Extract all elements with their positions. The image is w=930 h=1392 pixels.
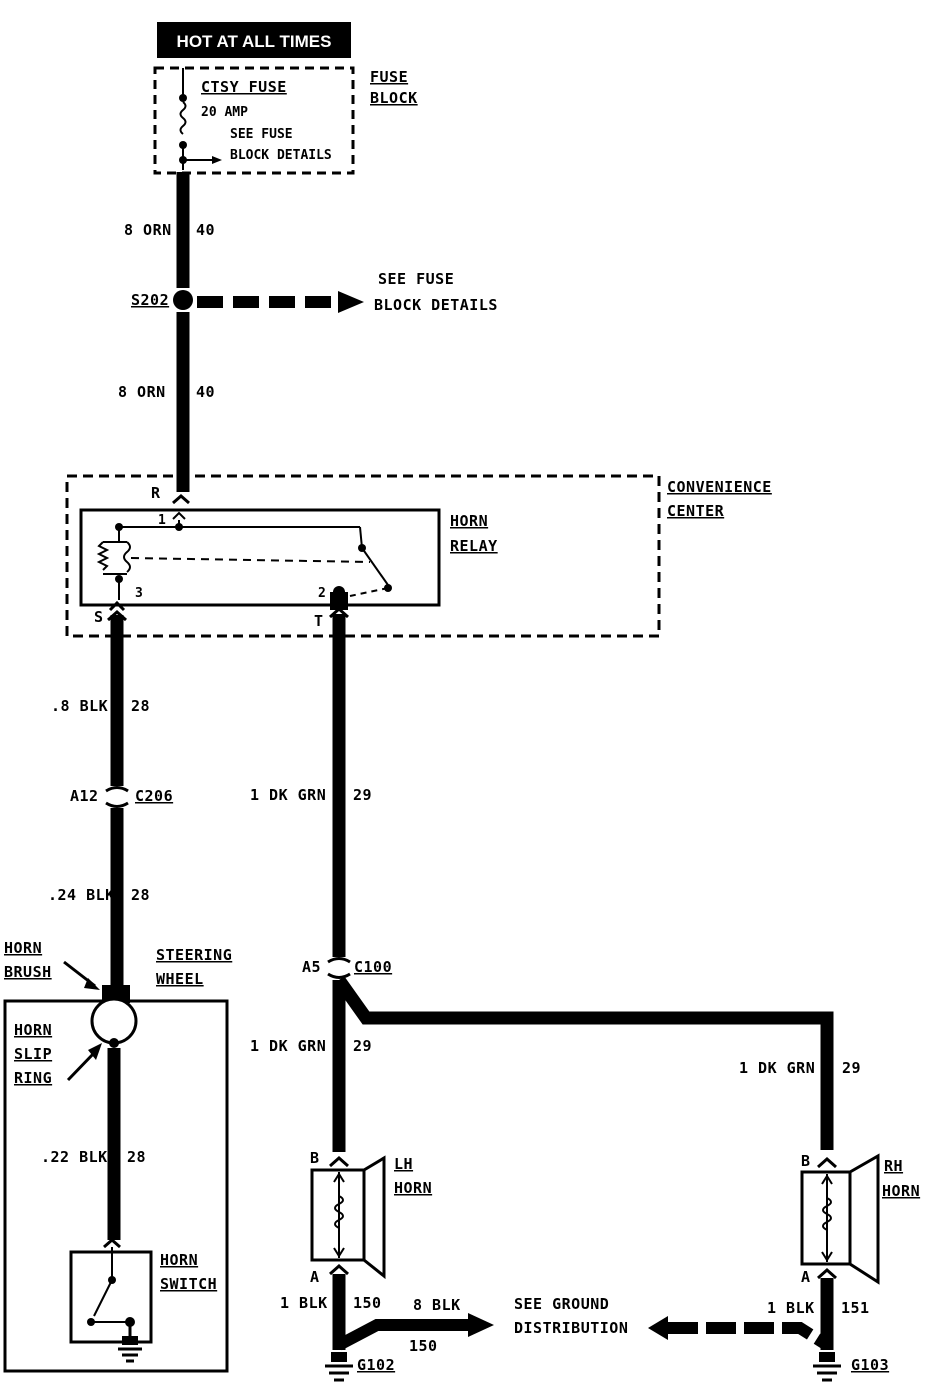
wire-circuit-29: 1 DK GRN 29 A5 C100 1 DK GRN 29 1 DK GRN… (250, 606, 861, 1152)
pin-s: S (94, 608, 104, 626)
wire-w3-gauge: .8 BLK (51, 697, 108, 715)
horn-relay-label-1: HORN (450, 512, 488, 530)
wire-w6-circuit: 29 (353, 786, 372, 804)
c206-pin: A12 (70, 787, 99, 805)
ground-icon (118, 1347, 142, 1363)
lh-pin-b: B (310, 1149, 320, 1167)
banner-title: HOT AT ALL TIMES (177, 32, 332, 51)
arrow-right-icon (648, 1316, 668, 1340)
hot-at-all-times-banner: HOT AT ALL TIMES (157, 22, 351, 58)
relay-term-3: 3 (135, 586, 143, 601)
wire-w4-gauge: .24 BLK (48, 886, 115, 904)
ground-g102: G102 (325, 1352, 395, 1382)
rh-pin-a: A (801, 1268, 811, 1286)
steering-wheel: STEERING WHEEL HORN BRUSH HORN SLIP RING… (3, 939, 232, 1373)
wire-w9-gauge: 1 BLK (280, 1294, 328, 1312)
wire-w11-circuit: 151 (841, 1299, 870, 1317)
horn-coil-icon (334, 1195, 344, 1229)
arrow-left-icon (468, 1313, 494, 1337)
c100-pin: A5 (302, 958, 321, 976)
horn-relay-label-2: RELAY (450, 537, 498, 555)
pin-t: T (314, 612, 324, 630)
horn-brush-label-1: HORN (4, 939, 42, 957)
relay-coil-icon (96, 541, 110, 571)
fuse-block-label-1: FUSE (370, 68, 408, 86)
splice-note-1: SEE FUSE (378, 270, 454, 288)
wire-w2-circuit: 40 (196, 383, 215, 401)
wire-w8-circuit: 29 (842, 1059, 861, 1077)
wire-w9-circuit: 150 (353, 1294, 382, 1312)
wire-w1-circuit: 40 (196, 221, 215, 239)
wire-w7-gauge: 1 DK GRN (250, 1037, 326, 1055)
fuse-note-2: BLOCK DETAILS (230, 148, 332, 163)
rh-horn-label-2: HORN (882, 1182, 920, 1200)
arrow-right-icon (212, 156, 222, 164)
rh-pin-b: B (801, 1152, 811, 1170)
wire-w5-circuit: 28 (127, 1148, 146, 1166)
c100-id: C100 (354, 958, 392, 976)
ground-g103: G103 (813, 1352, 889, 1382)
fuse-element-icon (179, 101, 187, 135)
ground-note-1: SEE GROUND (514, 1295, 609, 1313)
horn-switch-label-1: HORN (160, 1251, 198, 1269)
wire-w6-gauge: 1 DK GRN (250, 786, 326, 804)
slip-ring-icon (90, 997, 138, 1045)
convenience-center-label-1: CONVENIENCE (667, 478, 772, 496)
arrow-icon (88, 1043, 102, 1060)
splice-note-2: BLOCK DETAILS (374, 296, 498, 314)
c206-id: C206 (135, 787, 173, 805)
wire-w3-circuit: 28 (131, 697, 150, 715)
slip-ring-label-3: RING (14, 1069, 52, 1087)
convenience-center-label-2: CENTER (667, 502, 725, 520)
rh-horn-label-1: RH (884, 1157, 903, 1175)
wire-w11-gauge: 1 BLK (767, 1299, 815, 1317)
wire-w8-gauge: 1 DK GRN (739, 1059, 815, 1077)
horn-switch-label-2: SWITCH (160, 1275, 217, 1293)
steering-wheel-label-1: STEERING (156, 946, 232, 964)
ctsy-fuse-label: CTSY FUSE (201, 78, 287, 96)
splice-s202: S202 SEE FUSE BLOCK DETAILS (131, 270, 498, 314)
arrow-icon (84, 978, 100, 990)
wire-circuit-40: 8 ORN 40 8 ORN 40 (118, 172, 215, 492)
relay-term-1: 1 (158, 513, 166, 528)
wire-circuit-28: .8 BLK 28 A12 C206 .24 BLK 28 (48, 600, 173, 985)
relay-term-2: 2 (318, 586, 326, 601)
steering-wheel-label-2: WHEEL (156, 970, 204, 988)
convenience-center: CONVENIENCE CENTER R S T (65, 474, 772, 638)
horn-relay: HORN RELAY 1 3 2 (79, 494, 498, 610)
fuse-block: FUSE BLOCK CTSY FUSE 20 AMP SEE FUSE BLO… (153, 66, 418, 175)
fuse-note-1: SEE FUSE (230, 127, 293, 142)
wire-w5-gauge: .22 BLK (41, 1148, 108, 1166)
horn-coil-icon (822, 1197, 832, 1231)
fuse-block-label-2: BLOCK (370, 89, 418, 107)
slip-ring-label-1: HORN (14, 1021, 52, 1039)
splice-id: S202 (131, 291, 169, 309)
wire-w7-circuit: 29 (353, 1037, 372, 1055)
horn-bell-icon (362, 1155, 386, 1280)
horn-brush-label-2: BRUSH (4, 963, 52, 981)
wire-w10-circuit: 150 (409, 1337, 438, 1355)
horn-bell-icon (848, 1153, 880, 1285)
lh-horn-label-2: HORN (394, 1179, 432, 1197)
rh-horn: B RH HORN A (800, 1152, 920, 1286)
lh-pin-a: A (310, 1268, 320, 1286)
pin-r: R (151, 484, 161, 502)
lh-horn-label-1: LH (394, 1155, 413, 1173)
g102-label: G102 (357, 1356, 395, 1374)
fuse-rating: 20 AMP (201, 105, 248, 120)
wire-w4-circuit: 28 (131, 886, 150, 904)
wire-w2-gauge: 8 ORN (118, 383, 166, 401)
ground-note-2: DISTRIBUTION (514, 1319, 628, 1337)
lh-horn: B LH HORN A (310, 1149, 432, 1286)
ground-wiring: 1 BLK 150 8 BLK 150 SEE GROUND DISTRIBUT… (280, 1274, 889, 1382)
g103-label: G103 (851, 1356, 889, 1374)
wire-w1-gauge: 8 ORN (124, 221, 172, 239)
slip-ring-label-2: SLIP (14, 1045, 52, 1063)
wire-w10-gauge: 8 BLK (413, 1296, 461, 1314)
arrow-right-icon (338, 291, 364, 313)
